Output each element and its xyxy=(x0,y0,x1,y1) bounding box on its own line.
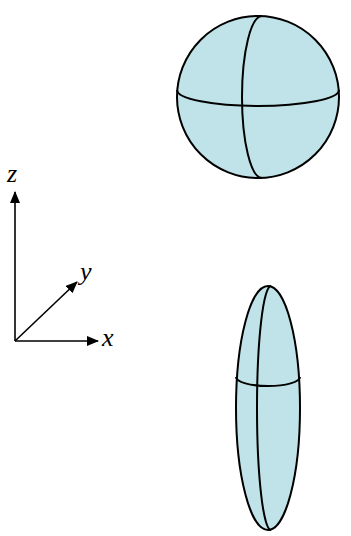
axis-label: z xyxy=(7,161,17,187)
y-axis xyxy=(15,282,77,341)
axis-label: x xyxy=(102,325,114,351)
axes xyxy=(15,192,98,341)
x-axis xyxy=(15,340,98,342)
prolate-ellipsoid xyxy=(236,286,300,530)
sphere xyxy=(177,16,339,178)
z-axis xyxy=(14,192,16,341)
axis-label: y xyxy=(80,259,92,285)
